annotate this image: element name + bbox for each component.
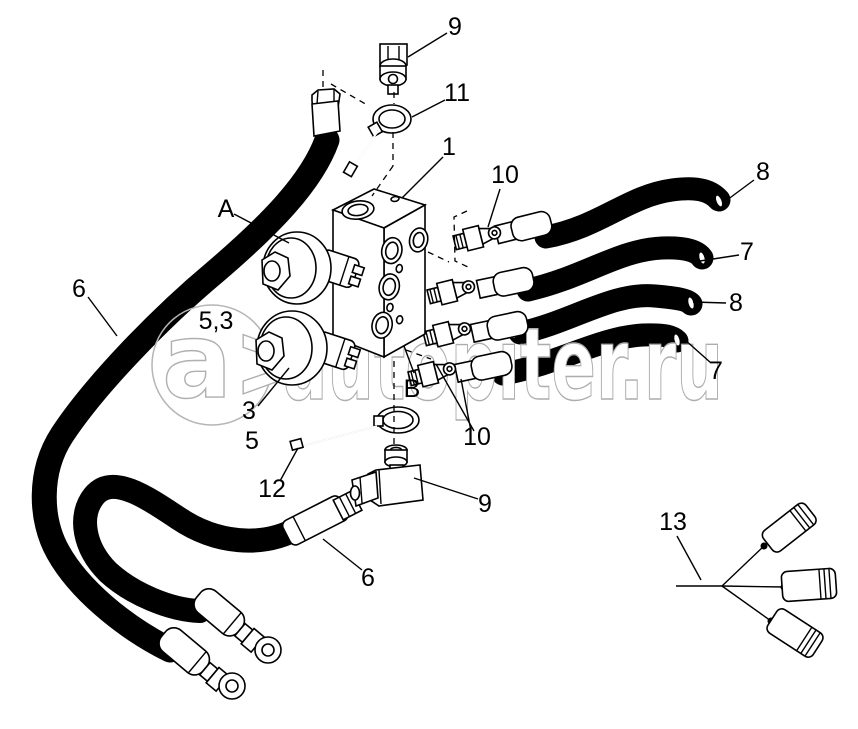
leader-line xyxy=(683,338,712,364)
leader-line xyxy=(407,32,448,58)
valve-block-1 xyxy=(330,188,429,359)
label-5-3: 5,3 xyxy=(199,307,234,335)
hose-end-fitting-upper xyxy=(193,587,282,664)
hose-8-first xyxy=(534,177,731,249)
leader-line-thick xyxy=(676,535,702,581)
leader-line xyxy=(435,363,475,432)
label-6-left: 6 xyxy=(72,275,86,303)
leader-line xyxy=(692,301,727,304)
leader-line xyxy=(487,188,501,228)
leader-line xyxy=(403,345,415,374)
hose-6-left xyxy=(31,127,340,663)
wire-harness-13 xyxy=(676,502,838,658)
hose-7-first xyxy=(516,236,714,302)
label-10-top: 10 xyxy=(491,161,519,189)
connector-plug-2 xyxy=(780,567,838,603)
hose-6-top-fitting xyxy=(311,88,341,137)
cable-tie-12 xyxy=(289,425,378,452)
watermark: a> autopiter.ru xyxy=(151,299,724,426)
elbow-fitting-9-bottom xyxy=(349,444,424,508)
leader-line xyxy=(401,156,444,199)
label-11: 11 xyxy=(444,79,470,107)
label-12: 12 xyxy=(258,475,286,503)
label-8-first: 8 xyxy=(756,158,770,186)
solenoid-valve-lower xyxy=(255,310,362,386)
leader-line xyxy=(411,99,446,118)
label-10-bottom: 10 xyxy=(463,423,491,451)
connector-plug-1 xyxy=(761,502,817,553)
label-5: 5 xyxy=(245,427,259,455)
label-1: 1 xyxy=(442,133,456,161)
connector-plug-3 xyxy=(766,608,824,658)
clamp-ring-12 xyxy=(373,406,420,434)
leader-line xyxy=(87,296,118,337)
leader-line xyxy=(279,447,299,482)
leader-line xyxy=(322,538,363,571)
fittings-10 xyxy=(407,224,502,388)
leader-lines xyxy=(87,32,755,581)
label-A: A xyxy=(218,195,235,223)
hose-7-second xyxy=(491,323,689,386)
fitting-9-top xyxy=(379,43,408,95)
leader-line xyxy=(699,254,740,262)
label-6-bottom: 6 xyxy=(361,564,375,592)
leader-line xyxy=(722,179,755,204)
leader-line xyxy=(413,477,479,500)
hose-6-bottom xyxy=(73,474,312,623)
label-9-top: 9 xyxy=(448,13,462,41)
label-8-second: 8 xyxy=(729,289,743,317)
label-9-bottom: 9 xyxy=(478,490,492,518)
label-B: B xyxy=(404,375,421,403)
label-7-second: 7 xyxy=(709,357,723,385)
leader-line xyxy=(233,213,290,244)
hose-couplings xyxy=(453,210,553,384)
solenoid-valve-upper xyxy=(261,231,366,305)
label-7-first: 7 xyxy=(740,238,754,266)
leader-line xyxy=(257,367,290,407)
clamp-11 xyxy=(342,104,412,178)
hose-end-fitting-lower xyxy=(158,626,246,700)
label-13: 13 xyxy=(659,508,687,536)
hose-sleeve-6 xyxy=(281,489,363,546)
assembly-dashed-lines xyxy=(322,70,469,444)
label-3: 3 xyxy=(242,397,256,425)
